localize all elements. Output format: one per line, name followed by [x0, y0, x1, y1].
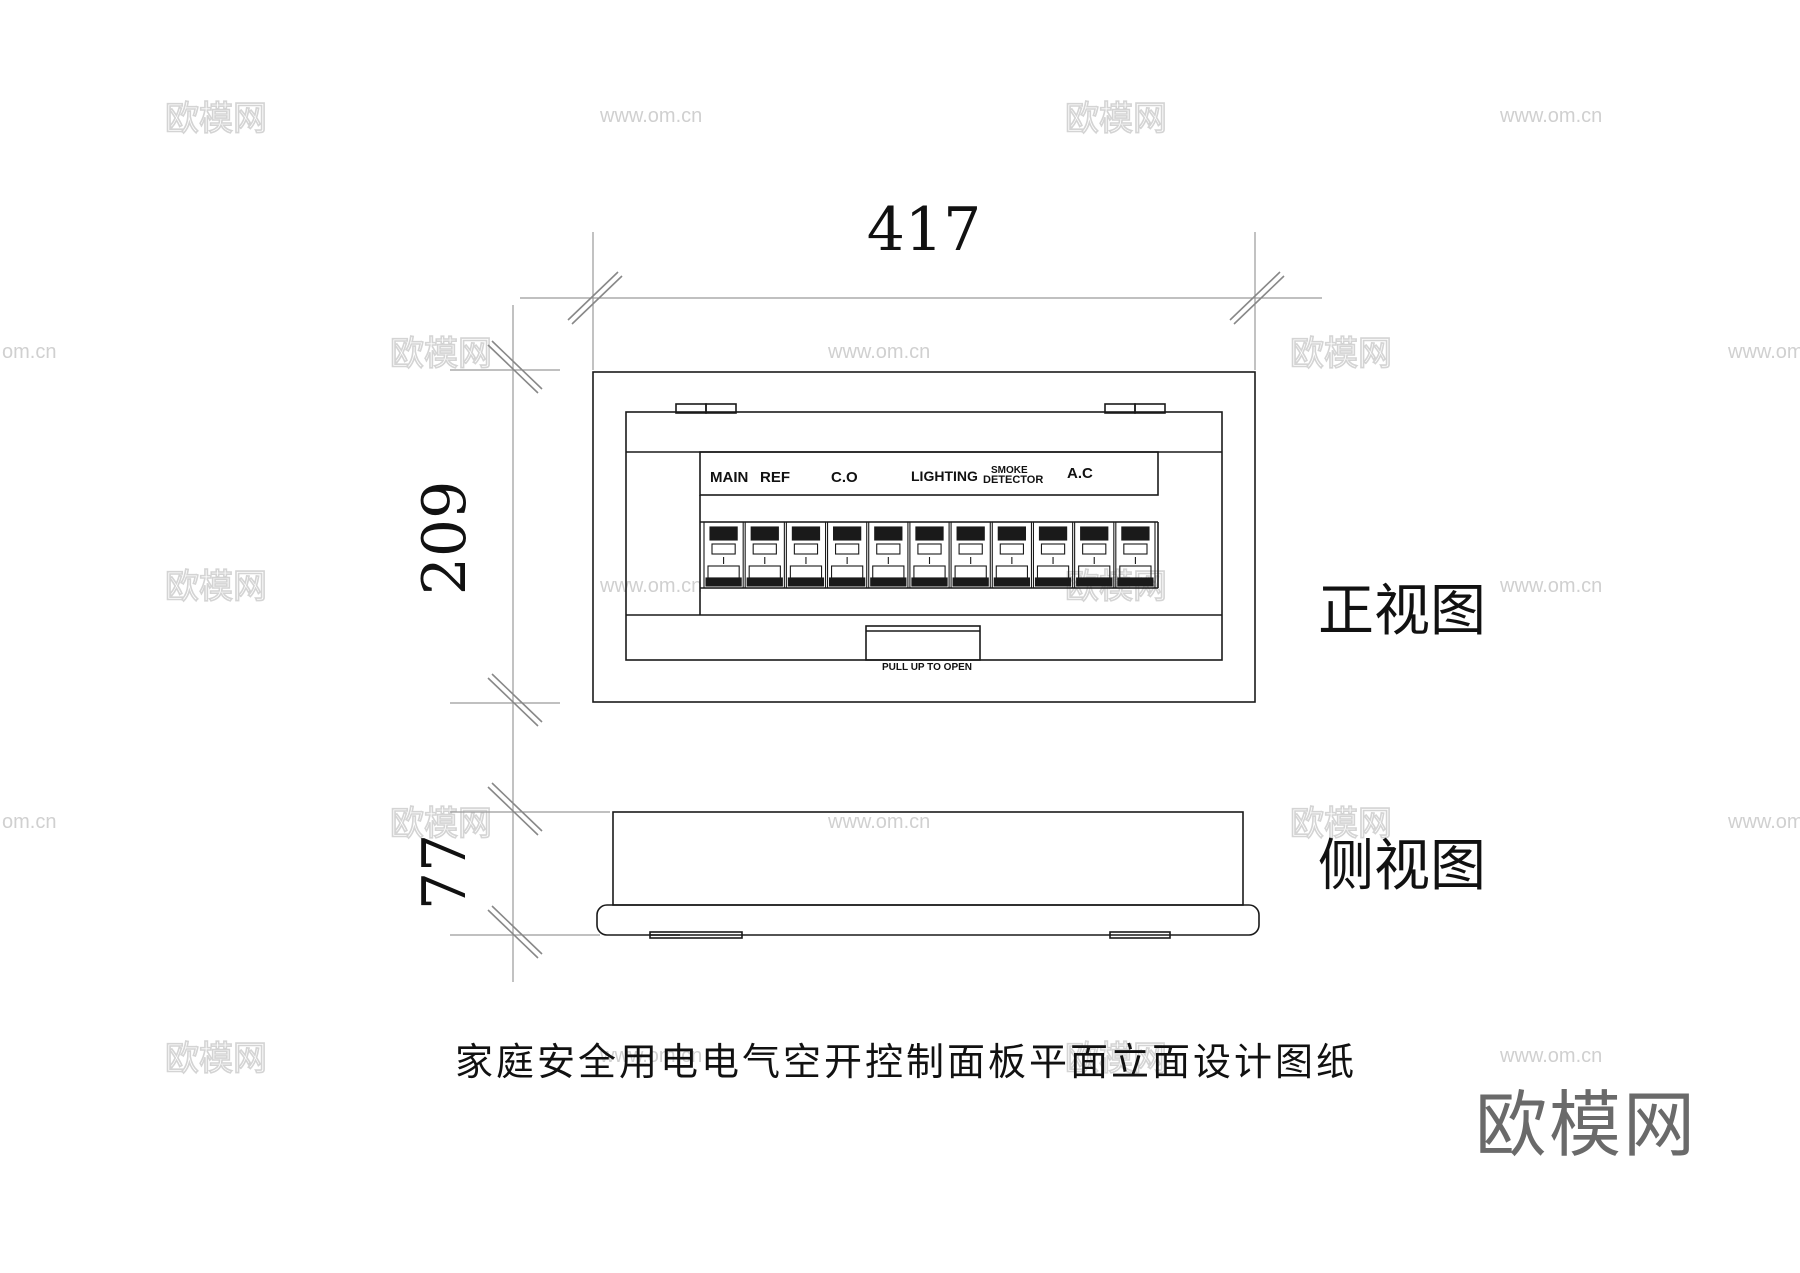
label-strip — [699, 451, 1159, 496]
breaker — [950, 521, 991, 589]
breaker — [991, 521, 1033, 589]
side-view-label: 侧视图 — [1318, 834, 1486, 899]
label-smoke: SMOKE — [991, 465, 1028, 476]
label-ref: REF — [760, 469, 790, 486]
watermark-brand: 欧模网 — [165, 567, 267, 607]
front-view — [592, 371, 1256, 703]
breaker — [1115, 521, 1156, 589]
watermark-url: www.om.cn — [1727, 811, 1800, 833]
side-base — [596, 904, 1260, 936]
watermark-url: om.cn — [2, 341, 56, 363]
watermark-url: www.om.cn — [1499, 1045, 1602, 1067]
side-view — [596, 811, 1260, 939]
watermark-brand: 欧模网 — [165, 99, 267, 139]
breaker — [785, 521, 827, 589]
breaker — [909, 521, 950, 589]
label-ac: A.C — [1067, 465, 1093, 482]
front-view-label: 正视图 — [1318, 579, 1486, 644]
label-detector: DETECTOR — [983, 474, 1043, 486]
drawing-title: 家庭安全用电电气空开控制面板平面立面设计图纸 — [455, 1040, 1357, 1084]
watermark-url: www.om.cn — [827, 811, 930, 833]
handle-label: PULL UP TO OPEN — [882, 662, 972, 673]
watermark-brand: 欧模网 — [390, 334, 492, 374]
watermark-logo: 欧模网 — [1475, 1086, 1697, 1166]
watermark-brand: 欧模网 — [165, 1039, 267, 1079]
watermark-url: www.om.cn — [599, 1045, 702, 1067]
panel-labels: MAIN REF C.O LIGHTING SMOKE DETECTOR A.C… — [710, 465, 1093, 673]
breaker — [1074, 521, 1115, 589]
label-co: C.O — [831, 469, 858, 486]
dimension-width-label: 417 — [867, 195, 982, 265]
breaker — [826, 521, 868, 589]
watermark-url: www.om.cn — [599, 575, 702, 597]
watermark-url: www.om.cn — [1727, 341, 1800, 363]
watermark-url: www.om.cn — [827, 341, 930, 363]
breaker — [868, 521, 909, 589]
dimension-depth-label: 77 — [410, 834, 480, 910]
watermark-url: om.cn — [2, 811, 56, 833]
breaker — [1032, 521, 1074, 589]
watermark-brand: 欧模网 — [1290, 334, 1392, 374]
breaker — [744, 521, 785, 589]
watermark-url: www.om.cn — [1499, 105, 1602, 127]
watermark-url: www.om.cn — [1499, 575, 1602, 597]
watermark-url: www.om.cn — [599, 105, 702, 127]
front-outer-frame — [592, 371, 1256, 703]
watermark-brand: 欧模网 — [1065, 99, 1167, 139]
label-main: MAIN — [710, 469, 748, 486]
breaker — [703, 521, 744, 589]
watermark-brand: 欧模网 — [1065, 1039, 1167, 1079]
watermark-layer: 欧模网 www.om.cn 欧模网 www.om.cn om.cn 欧模网 ww… — [2, 98, 1800, 1166]
watermark-brand: 欧模网 — [390, 804, 492, 844]
watermark-brand: 欧模网 — [1290, 804, 1392, 844]
dimension-layer — [450, 232, 1322, 982]
breaker-row — [703, 521, 1156, 589]
dimension-height-label: 209 — [410, 481, 480, 596]
label-lighting: LIGHTING — [911, 468, 978, 484]
pull-handle — [865, 625, 981, 661]
